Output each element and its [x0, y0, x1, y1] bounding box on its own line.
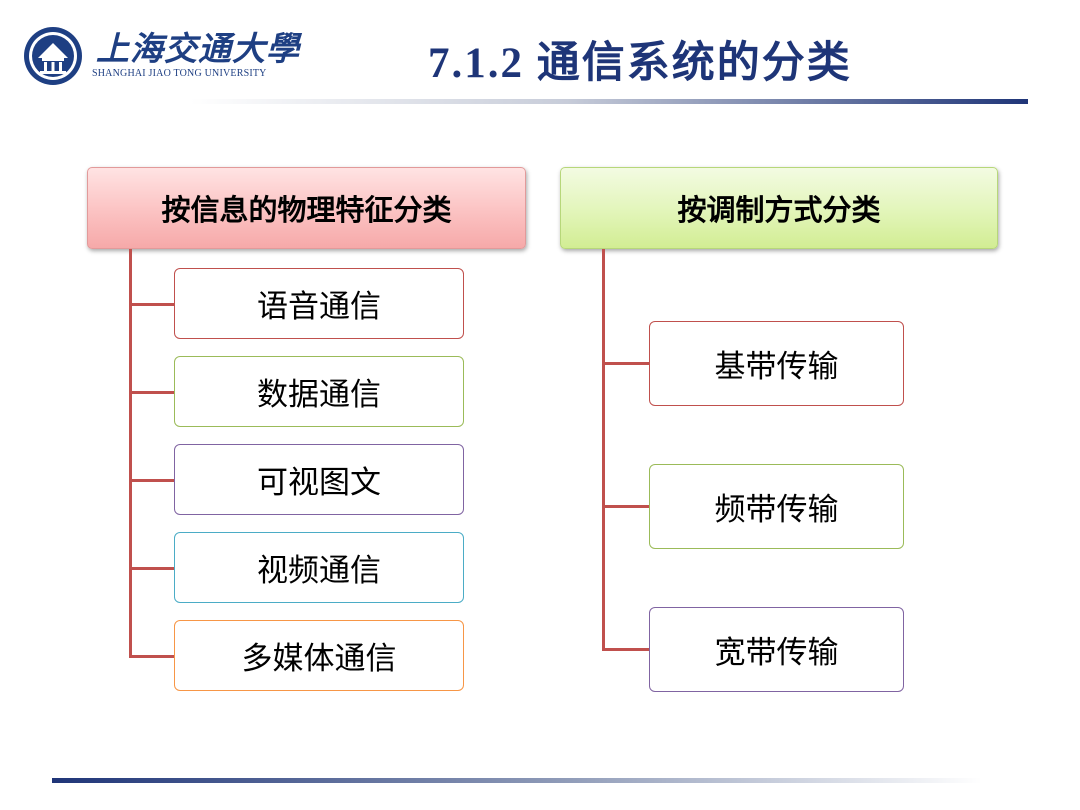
item-baseband-transmission: 基带传输: [649, 321, 904, 406]
connector-branch: [129, 391, 175, 394]
header-divider: [190, 99, 1028, 104]
connector-branch: [129, 655, 175, 658]
logo-chinese-name: 上海交通大學: [96, 29, 300, 68]
connector-trunk-b: [602, 249, 605, 650]
group-heading-modulation: 按调制方式分类: [560, 167, 998, 249]
item-multimedia-communication: 多媒体通信: [174, 620, 464, 691]
item-data-communication: 数据通信: [174, 356, 464, 427]
item-broadband-transmission: 宽带传输: [649, 607, 904, 692]
connector-branch: [129, 479, 175, 482]
item-video-communication: 视频通信: [174, 532, 464, 603]
item-passband-transmission: 频带传输: [649, 464, 904, 549]
university-logo: 上海交通大學 SHANGHAI JIAO TONG UNIVERSITY: [22, 20, 299, 90]
connector-branch: [602, 648, 650, 651]
connector-trunk-a: [129, 249, 132, 658]
group-heading-physical-features: 按信息的物理特征分类: [87, 167, 526, 249]
connector-branch: [129, 303, 175, 306]
page-title: 7.1.2 通信系统的分类: [428, 40, 852, 87]
connector-branch: [602, 362, 650, 365]
connector-branch: [602, 505, 650, 508]
item-videotex: 可视图文: [174, 444, 464, 515]
footer-divider: [52, 778, 982, 783]
university-seal-icon: [24, 27, 82, 85]
connector-branch: [129, 567, 175, 570]
logo-english-name: SHANGHAI JIAO TONG UNIVERSITY: [92, 68, 267, 79]
item-voice-communication: 语音通信: [174, 268, 464, 339]
